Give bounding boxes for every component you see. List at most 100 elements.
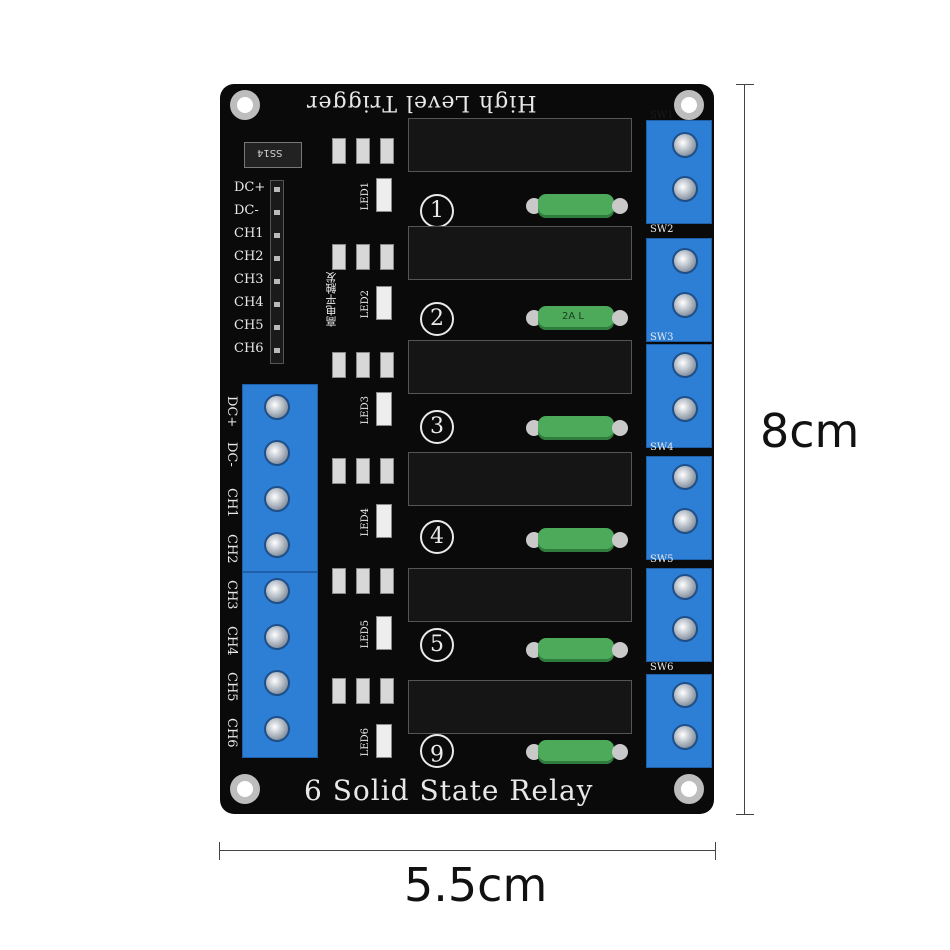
pin-header bbox=[270, 180, 284, 364]
switch-label: SW5 bbox=[650, 554, 674, 565]
led-label: LED5 bbox=[360, 620, 371, 649]
terminal-screw[interactable] bbox=[672, 724, 698, 750]
resistor bbox=[380, 458, 394, 484]
switch-label: SW1 bbox=[650, 110, 674, 121]
terminal-label: DC+ bbox=[224, 396, 239, 428]
relay-channel: LED1 1 SW1 bbox=[220, 110, 714, 228]
channel-number: 5 bbox=[420, 628, 454, 662]
resistor bbox=[380, 244, 394, 270]
led-label: LED3 bbox=[360, 396, 371, 425]
led-indicator bbox=[376, 724, 392, 758]
fuse bbox=[538, 740, 614, 764]
terminal-screw[interactable] bbox=[672, 508, 698, 534]
resistor bbox=[356, 678, 370, 704]
switch-label: SW2 bbox=[650, 224, 674, 235]
fuse-cap bbox=[612, 532, 628, 548]
terminal-screw[interactable] bbox=[672, 176, 698, 202]
width-dimension-left-tick bbox=[219, 842, 220, 860]
solid-state-relay bbox=[408, 680, 632, 734]
led-label: LED1 bbox=[360, 182, 371, 211]
channel-number: 1 bbox=[420, 194, 454, 228]
relay-channel: LED5 5 SW5 bbox=[220, 554, 714, 674]
fuse bbox=[538, 638, 614, 662]
terminal-screw[interactable] bbox=[264, 578, 290, 604]
header-pin-label: CH4 bbox=[234, 295, 264, 310]
fuse-cap bbox=[612, 420, 628, 436]
header-pin-label: DC+ bbox=[234, 180, 266, 195]
board-title: 6 Solid State Relay bbox=[304, 774, 594, 807]
resistor bbox=[332, 458, 346, 484]
terminal-screw[interactable] bbox=[264, 394, 290, 420]
resistor bbox=[356, 244, 370, 270]
width-dimension-label: 5.5cm bbox=[404, 858, 548, 912]
switch-label: SW4 bbox=[650, 442, 674, 453]
fuse bbox=[538, 528, 614, 552]
terminal-screw[interactable] bbox=[264, 440, 290, 466]
switch-label: SW3 bbox=[650, 332, 674, 343]
terminal-screw[interactable] bbox=[672, 132, 698, 158]
terminal-screw[interactable] bbox=[672, 574, 698, 600]
led-indicator bbox=[376, 392, 392, 426]
terminal-label: CH3 bbox=[224, 580, 239, 610]
channel-number: 2 bbox=[420, 302, 454, 336]
relay-channel: LED4 4 SW4 bbox=[220, 442, 714, 562]
terminal-label: CH4 bbox=[224, 626, 239, 656]
width-dimension-right-tick bbox=[715, 842, 716, 860]
header-pin-label: CH2 bbox=[234, 249, 264, 264]
fuse bbox=[538, 416, 614, 440]
terminal-label: CH5 bbox=[224, 672, 239, 702]
mounting-hole-top-left bbox=[230, 90, 260, 120]
terminal-screw[interactable] bbox=[264, 716, 290, 742]
diode: SS14 bbox=[244, 142, 302, 168]
led-indicator bbox=[376, 616, 392, 650]
mounting-hole-bottom-right bbox=[674, 774, 704, 804]
terminal-screw[interactable] bbox=[264, 532, 290, 558]
resistor bbox=[356, 458, 370, 484]
terminal-screw[interactable] bbox=[672, 464, 698, 490]
channel-number: 6 bbox=[420, 734, 454, 768]
resistor bbox=[380, 678, 394, 704]
height-dimension-label: 8cm bbox=[760, 404, 860, 458]
terminal-screw[interactable] bbox=[672, 616, 698, 642]
resistor bbox=[332, 352, 346, 378]
fuse-label: 2A L bbox=[562, 311, 584, 322]
solid-state-relay bbox=[408, 226, 632, 280]
terminal-screw[interactable] bbox=[672, 248, 698, 274]
relay-channel: LED2 2 2A L SW2 bbox=[220, 224, 714, 342]
terminal-screw[interactable] bbox=[672, 396, 698, 422]
led-indicator bbox=[376, 504, 392, 538]
height-dimension-line bbox=[744, 84, 745, 815]
led-indicator bbox=[376, 178, 392, 212]
resistor bbox=[380, 352, 394, 378]
led-indicator bbox=[376, 286, 392, 320]
terminal-label: CH2 bbox=[224, 534, 239, 564]
led-label: LED6 bbox=[360, 728, 371, 757]
width-dimension-line bbox=[219, 850, 716, 851]
relay-channel: LED6 6 SW6 bbox=[220, 662, 714, 774]
terminal-screw[interactable] bbox=[672, 682, 698, 708]
resistor bbox=[356, 352, 370, 378]
resistor bbox=[332, 138, 346, 164]
terminal-label: CH1 bbox=[224, 488, 239, 518]
switch-label: SW6 bbox=[650, 662, 674, 673]
header-pin-label: DC- bbox=[234, 203, 259, 218]
height-dimension-bottom-tick bbox=[736, 814, 754, 815]
header-pin-label: CH3 bbox=[234, 272, 264, 287]
fuse-cap bbox=[612, 744, 628, 760]
terminal-screw[interactable] bbox=[264, 624, 290, 650]
resistor bbox=[380, 568, 394, 594]
terminal-screw[interactable] bbox=[672, 292, 698, 318]
fuse: 2A L bbox=[538, 306, 614, 330]
terminal-screw[interactable] bbox=[264, 670, 290, 696]
relay-channel: LED3 3 SW3 bbox=[220, 332, 714, 450]
mounting-hole-top-right bbox=[674, 90, 704, 120]
solid-state-relay bbox=[408, 340, 632, 394]
solid-state-relay bbox=[408, 568, 632, 622]
resistor bbox=[332, 244, 346, 270]
fuse-cap bbox=[612, 642, 628, 658]
resistor bbox=[332, 568, 346, 594]
channel-number: 3 bbox=[420, 410, 454, 444]
resistor bbox=[356, 138, 370, 164]
terminal-screw[interactable] bbox=[672, 352, 698, 378]
terminal-screw[interactable] bbox=[264, 486, 290, 512]
